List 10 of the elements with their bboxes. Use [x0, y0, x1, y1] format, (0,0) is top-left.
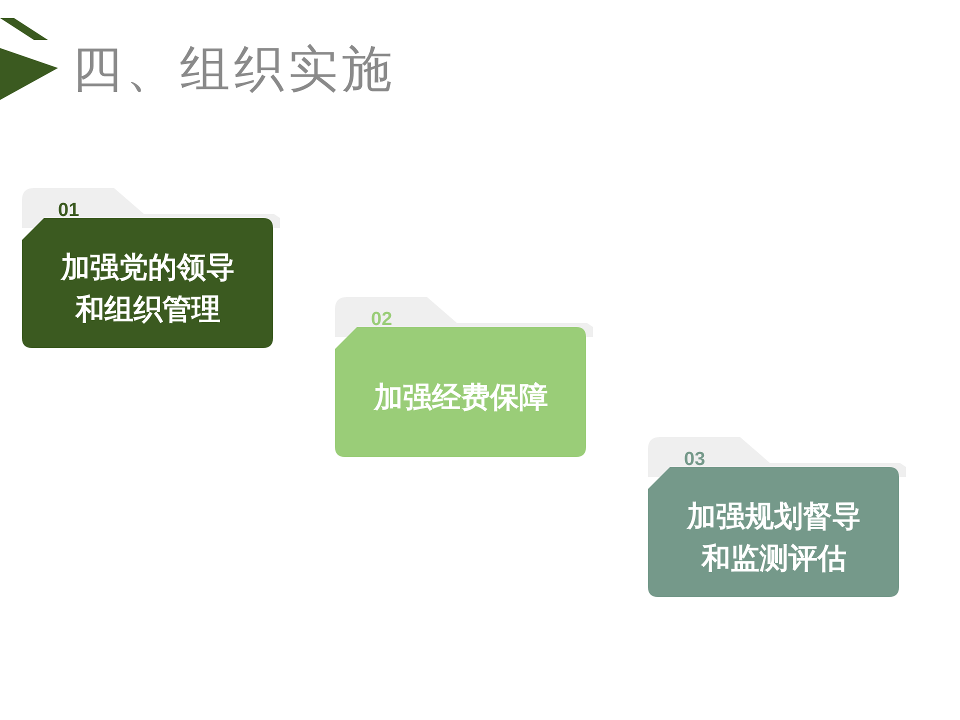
card-text: 加强经费保障 — [372, 379, 549, 416]
folder-card — [22, 218, 274, 348]
card-text: 加强规划督导和监测评估 — [686, 498, 862, 577]
folder-card — [335, 327, 587, 457]
step-number: 03 — [684, 449, 706, 471]
folder-card — [648, 467, 900, 597]
step-number: 02 — [371, 309, 392, 331]
slide-title: 四、组织实施 — [72, 39, 396, 100]
step-number: 01 — [58, 200, 80, 222]
card-text: 加强党的领导和组织管理 — [60, 249, 236, 328]
